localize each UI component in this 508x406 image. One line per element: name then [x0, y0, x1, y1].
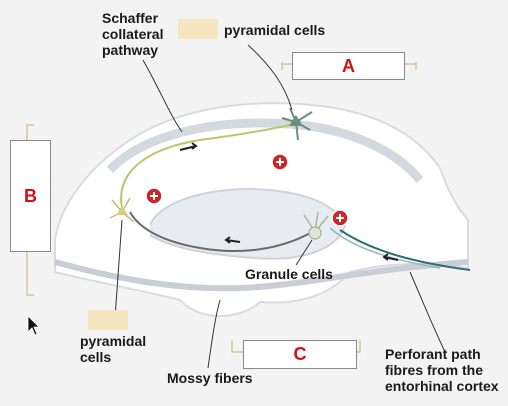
answer-box-c[interactable]: C	[243, 340, 357, 369]
label-granule-cells: Granule cells	[245, 266, 333, 282]
label-schaffer-collateral: Schaffer collateral pathway	[102, 10, 163, 58]
answer-box-a[interactable]: A	[292, 52, 405, 80]
label-mossy-fibers: Mossy fibers	[167, 370, 253, 386]
label-pyramidal-cells-bottom: pyramidal cells	[80, 333, 146, 365]
answer-box-b[interactable]: B	[10, 140, 51, 252]
label-pyramidal-cells-top: pyramidal cells	[224, 22, 325, 38]
pointer-perforant	[410, 272, 445, 352]
plus-marker-2	[146, 188, 162, 204]
placeholder-bottom	[88, 310, 128, 330]
placeholder-top	[178, 19, 218, 39]
mouse-cursor-icon	[28, 316, 39, 335]
label-perforant-path: Perforant path fibres from the entorhina…	[385, 346, 499, 394]
plus-marker-1	[272, 154, 288, 170]
plus-marker-3	[332, 210, 348, 226]
pointer-pyramidal-top	[248, 45, 292, 110]
